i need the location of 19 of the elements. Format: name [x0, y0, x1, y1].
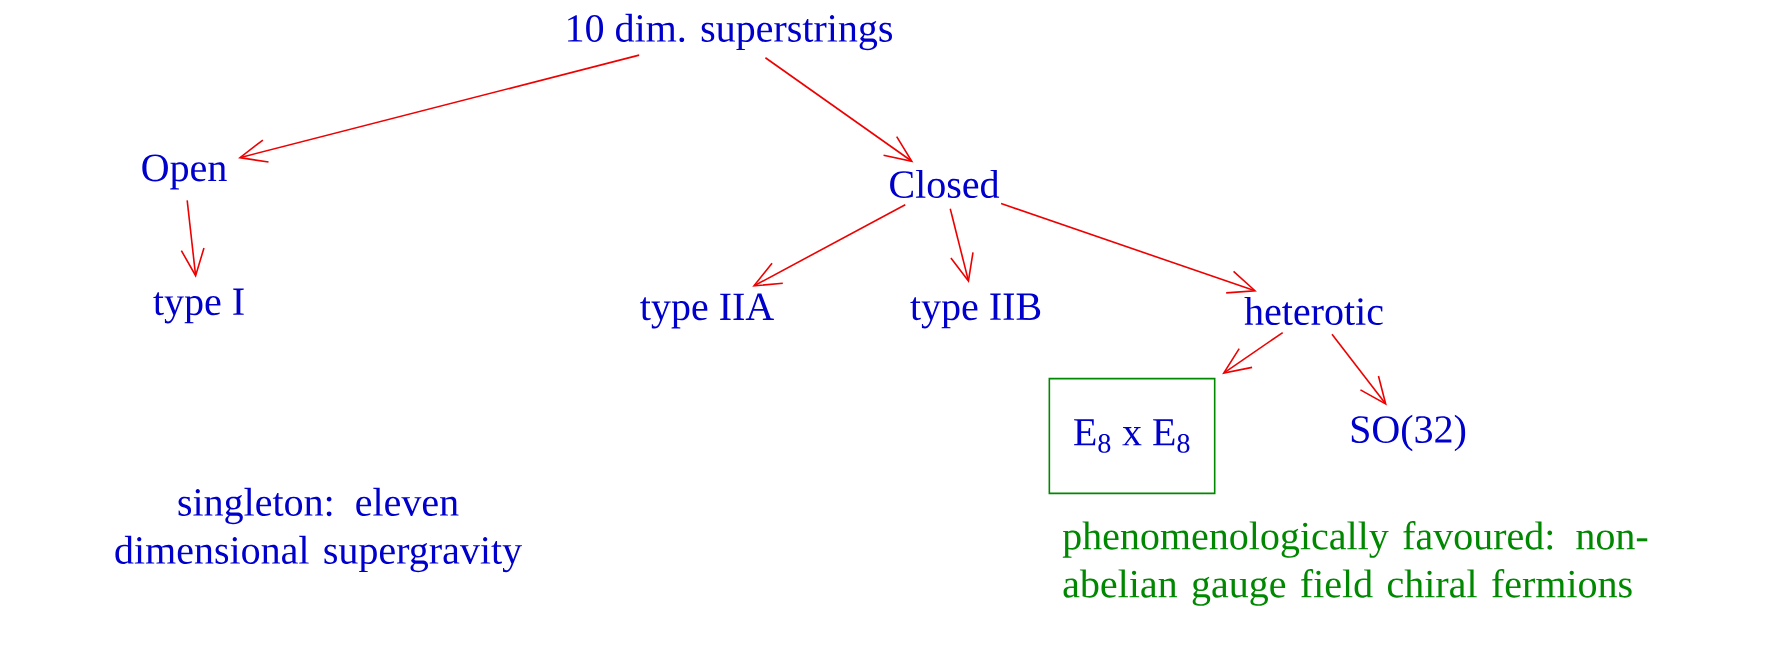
node-label: 10 dim. superstrings [568, 13, 892, 51]
node-label: type IIB [910, 293, 1041, 329]
arrow [1222, 331, 1284, 375]
arrow [949, 207, 974, 283]
arrow [1000, 202, 1257, 294]
node-label: Open [142, 154, 227, 190]
node-label: SO(32) [1351, 414, 1466, 452]
boxed-label: E$_{8}$ x E$_{8}$ [1048, 377, 1216, 495]
arrow [1331, 333, 1387, 406]
node-label: type IIA [640, 293, 774, 329]
node-label: type I [153, 288, 244, 324]
node-label: heterotic [1244, 296, 1383, 326]
arrow [180, 199, 205, 278]
node-label: Closed [890, 169, 1000, 199]
note-text: singleton: eleven dimensional supergravity [115, 487, 522, 573]
note-text: phenomenologically favoured: non-abelian gauge field chiral fermions [1062, 521, 1648, 606]
arrow [764, 56, 914, 163]
arrow [238, 54, 640, 163]
arrow [752, 204, 907, 287]
